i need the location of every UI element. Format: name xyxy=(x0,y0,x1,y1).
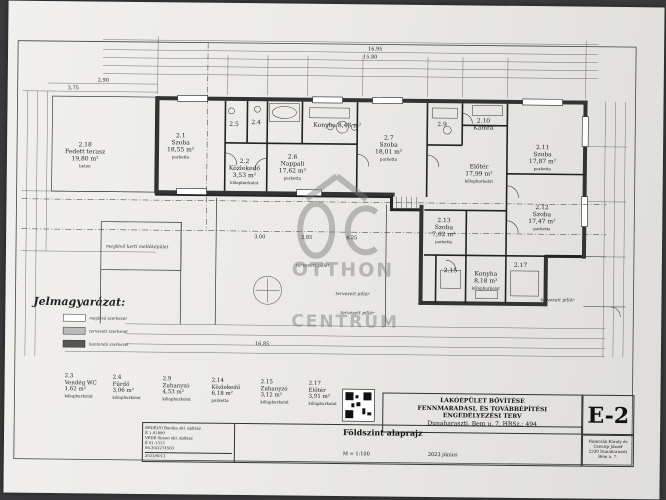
sheet-frame xyxy=(13,40,637,466)
watermark-centrum: CENTRUM xyxy=(291,311,400,333)
north-mark xyxy=(253,276,282,305)
dim-left-b: 3,75 xyxy=(67,85,79,92)
sheet-code: E-2 xyxy=(582,394,635,436)
room-2-17: 2.17 xyxy=(513,261,528,270)
dim-mid-b: 2,85 xyxy=(301,234,313,241)
top-dimension-lines xyxy=(47,36,599,99)
windows xyxy=(176,95,589,227)
watermark-otthon: OTTHON xyxy=(291,258,395,282)
legend-title: Jelmagyarázat: xyxy=(33,294,126,309)
right-dimension-lines xyxy=(585,101,628,358)
legend-existing: meglévő szerkezet xyxy=(89,315,127,321)
drawing-scale: M = 1:100 xyxy=(342,451,370,458)
drawing-date: 2023 június xyxy=(427,451,458,459)
owner-cell: Nemcsák Károly és Csecsip József 2330 Du… xyxy=(581,434,635,468)
legend-planned: tervezett szerkezet xyxy=(89,328,128,334)
dim-mid-c: 4,25 xyxy=(346,235,358,242)
axis-lines xyxy=(21,42,607,236)
fixtures xyxy=(228,103,540,299)
dim-left-a: 2,90 xyxy=(97,77,109,84)
door-swings xyxy=(224,113,519,271)
dim-top-sub: 15,80 xyxy=(362,54,378,61)
outbuilding xyxy=(99,197,387,327)
room-2-4: 2.4 xyxy=(251,119,261,127)
interior-walls xyxy=(223,100,585,304)
room-2-15: 2.15 xyxy=(443,267,458,275)
room-2-9: 2.9 xyxy=(437,121,447,129)
outbuilding-label: meglévő kerti melléképület xyxy=(105,244,169,251)
right-pergola xyxy=(583,256,626,318)
dim-top-total: 16,95 xyxy=(368,46,383,53)
room-2-5: 2.5 xyxy=(229,120,239,128)
room-2-8: Konyha 8,48 m² xyxy=(313,121,362,130)
pillar-label-2: tervezett pillér xyxy=(335,292,370,298)
legend-demolish: bontandó szerkezet xyxy=(88,341,129,347)
designer-cell: ERDÉLYI Boróka okl. építész É 1-01899 VE… xyxy=(142,423,236,462)
qr-code xyxy=(341,388,375,422)
title-block-lower: ERDÉLYI Boróka okl. építész É 1-01899 VE… xyxy=(141,422,583,467)
dim-mid-a: 3,00 xyxy=(254,234,266,241)
floor-plan-drawing xyxy=(13,36,637,466)
pillar-label-4: tervezett pillér xyxy=(540,298,575,304)
steps xyxy=(391,196,417,210)
drawing-title: Földszint alaprajz xyxy=(343,427,423,438)
terrace-outline xyxy=(51,95,156,193)
bottom-dimension-lines xyxy=(64,323,606,358)
legend-swatches xyxy=(62,313,86,348)
watermark-logo xyxy=(297,173,379,259)
dim-bottom-total: 16,85 xyxy=(254,341,270,348)
